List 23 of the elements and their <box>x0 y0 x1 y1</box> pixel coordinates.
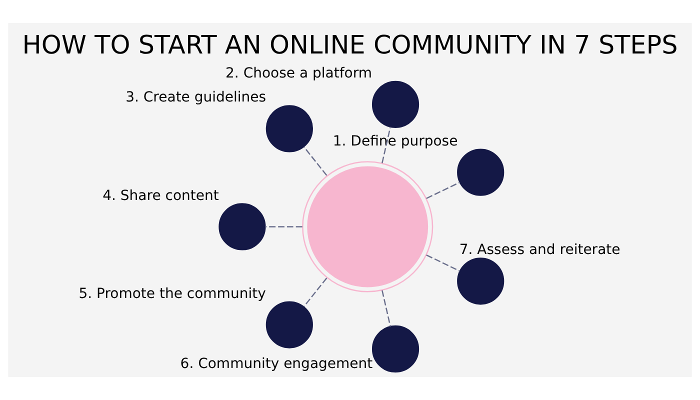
node-label: 2. Choose a platform <box>226 65 372 82</box>
connector <box>382 126 392 164</box>
node-circle <box>266 301 313 348</box>
node-circle <box>218 203 266 250</box>
node-circle <box>372 325 420 373</box>
node-cloud <box>302 161 434 292</box>
connector <box>304 146 328 176</box>
node-label: 3. Create guidelines <box>126 90 266 106</box>
connector <box>426 254 460 272</box>
node-circle <box>457 258 504 305</box>
diagram-title: HOW TO START AN ONLINE COMMUNITY IN 7 STEPS <box>22 30 678 61</box>
node-label: 7. Assess and reiterate <box>459 242 620 258</box>
node-label: 6. Community engagement <box>180 356 373 372</box>
node-circle <box>457 148 504 196</box>
node-label: 1. Define purpose <box>332 133 458 150</box>
node-circle <box>266 105 313 152</box>
connector <box>426 182 460 199</box>
node-label: 5. Promote the community <box>78 286 266 302</box>
node-label: 4. Share content <box>102 188 219 204</box>
connector <box>304 278 328 307</box>
connector <box>382 290 392 327</box>
connector <box>265 226 302 228</box>
node-circle <box>372 80 420 128</box>
